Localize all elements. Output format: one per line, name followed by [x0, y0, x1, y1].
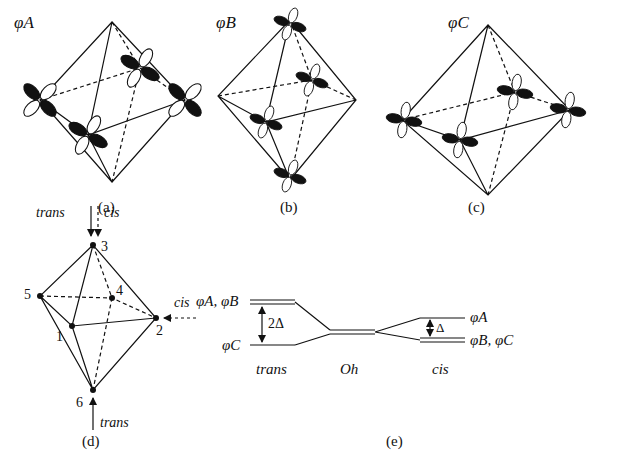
vertex-number: 5 [24, 288, 31, 302]
level-label: φB, φC [470, 333, 513, 348]
direction-label: cis [104, 206, 120, 220]
axis-label: cis [432, 362, 449, 377]
axis-label: Oh [340, 362, 358, 377]
orbital-name: φC [448, 14, 469, 31]
direction-label: trans [100, 416, 129, 430]
panel-letter: (c) [468, 200, 485, 215]
vertex-number: 1 [56, 330, 63, 344]
splitting-label: 2Δ [268, 317, 284, 331]
panel-letter: (e) [386, 434, 403, 449]
vertex-number: 3 [101, 240, 108, 254]
level-label: φC [222, 338, 240, 353]
direction-label: cis [174, 296, 190, 310]
vertex-number: 2 [156, 324, 163, 338]
orbital-name: φB [216, 14, 236, 31]
vertex-number: 4 [116, 284, 123, 298]
level-label: φA, φB [196, 294, 238, 309]
axis-label: trans [256, 362, 287, 377]
panel-letter: (d) [82, 434, 100, 449]
panel-letter: (b) [280, 200, 298, 215]
vertex-dots [37, 242, 159, 393]
level-label: φA [470, 310, 487, 325]
orbital-name: φA [14, 14, 34, 31]
vertex-number: 6 [76, 396, 83, 410]
direction-label: trans [36, 206, 65, 220]
splitting-label: Δ [436, 321, 444, 334]
